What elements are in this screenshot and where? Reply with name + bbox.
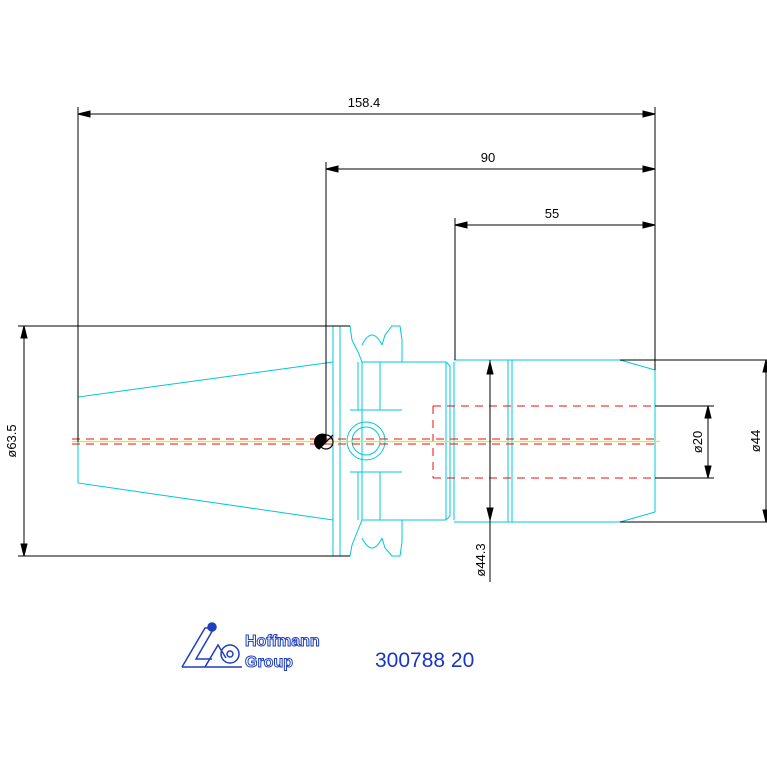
v-groove-top (361, 334, 383, 346)
hoffmann-logo: Hoffmann Group (181, 622, 320, 672)
dim-gauge-length: 90 (481, 150, 495, 165)
dim-nose-diameter: ø44 (748, 430, 763, 452)
brand-name-line1: Hoffmann (245, 633, 320, 650)
dimension-lines (18, 107, 767, 582)
part-number: 300788 20 (375, 649, 474, 672)
dim-overall-length: 158.4 (348, 95, 381, 110)
dim-shank-length: 55 (545, 206, 559, 221)
dim-neck-diameter: ø44.3 (473, 543, 488, 576)
dim-flange-diameter: ø63.5 (4, 424, 19, 457)
v-groove-bottom (361, 537, 383, 549)
brand-name-line2: Group (245, 654, 293, 671)
dim-bore-diameter: ø20 (690, 431, 705, 453)
hoffmann-logo-icon (181, 622, 242, 668)
